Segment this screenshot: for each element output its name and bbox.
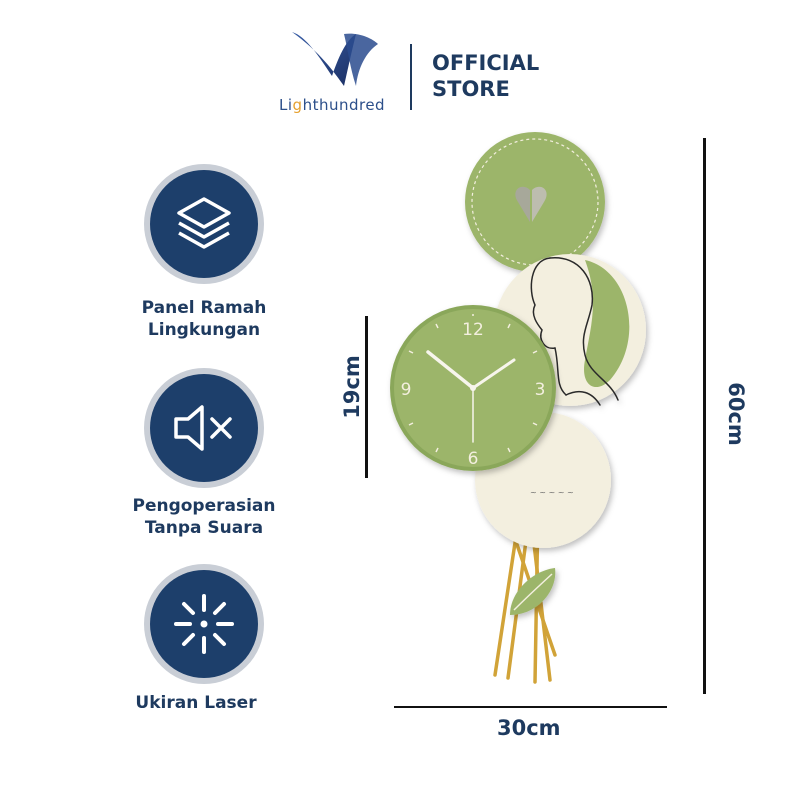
feature-eco-panel-label: Panel Ramah Lingkungan bbox=[141, 298, 267, 340]
numeral-12: 12 bbox=[462, 320, 484, 340]
total-width-label: 30cm bbox=[497, 716, 561, 740]
mute-speaker-icon bbox=[174, 405, 232, 451]
wall-clock-illustration: ~ ~ ~ ~ ~ 12 3 6 9 bbox=[390, 132, 646, 684]
official-store-label: OFFICIAL STORE bbox=[432, 51, 540, 101]
total-height-label: 60cm bbox=[723, 382, 748, 446]
layers-icon bbox=[177, 197, 231, 249]
numeral-6: 6 bbox=[468, 449, 479, 469]
total-width-line bbox=[394, 706, 667, 708]
feature-silent-badge bbox=[150, 374, 258, 482]
feature-laser-label: Ukiran Laser bbox=[135, 693, 257, 713]
brand-name: Lighthundred bbox=[279, 96, 386, 114]
lighthundred-logo-icon bbox=[292, 32, 378, 86]
numeral-9: 9 bbox=[401, 380, 412, 400]
clock-hands bbox=[426, 350, 516, 443]
clock-diameter-label: 19cm bbox=[339, 355, 364, 419]
top-green-disc bbox=[465, 132, 605, 272]
feature-eco-panel-badge bbox=[150, 170, 258, 278]
feature-silent-label: Pengoperasian Tanpa Suara bbox=[132, 496, 276, 538]
svg-text:~ ~ ~ ~ ~: ~ ~ ~ ~ ~ bbox=[530, 488, 574, 497]
clock-diameter-line bbox=[365, 316, 368, 478]
clock-face: 12 3 6 9 bbox=[390, 305, 556, 471]
total-height-line bbox=[703, 138, 706, 694]
numeral-3: 3 bbox=[535, 380, 546, 400]
feature-laser-badge bbox=[150, 570, 258, 678]
leaf-ornament bbox=[510, 568, 556, 615]
header-divider bbox=[410, 44, 412, 110]
laser-burst-icon bbox=[174, 594, 234, 654]
